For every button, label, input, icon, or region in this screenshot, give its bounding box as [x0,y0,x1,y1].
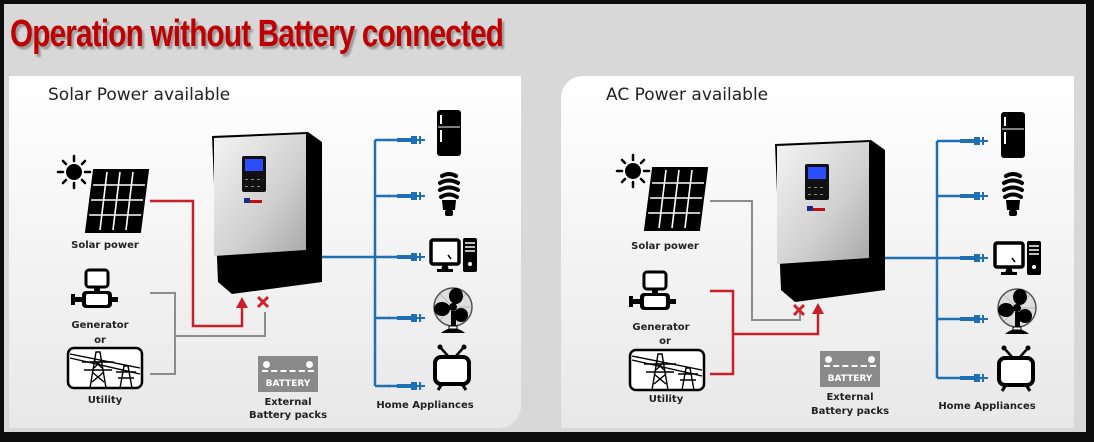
plug-icon [397,136,425,144]
inverter-icon [775,140,885,302]
active-line-ac-feed [733,312,820,336]
utility-label: Utility [648,394,684,405]
battery-text: BATTERY [265,379,311,389]
output-lines [322,138,390,388]
active-line-solar [150,199,244,328]
battery-icon: BATTERY [820,351,880,387]
light-bulb-icon [1002,172,1024,218]
solar-power-label: Solar power [71,240,139,251]
output-lines [885,139,960,380]
plug-icon [960,374,988,382]
plug-icon [397,253,425,261]
battery-label-line2: Battery packs [810,406,890,417]
panel-title-ac: AC Power available [606,85,769,105]
computer-icon [993,239,1043,277]
generator-icon [627,270,678,312]
tv-icon [997,343,1035,393]
or-label: or [94,335,106,346]
sun-icon [56,154,92,190]
refrigerator-icon [436,109,462,157]
plug-icon [397,382,425,390]
battery-label-line2: Battery packs [248,410,328,421]
utility-label: Utility [87,395,123,406]
plug-icon [960,254,988,262]
utility-tower-icon [66,346,144,390]
active-line-ac [710,289,735,376]
home-appliances-label: Home Appliances [376,400,474,411]
inactive-line-ac [150,292,176,375]
blocked-x-icon [792,303,806,317]
arrow-up-icon [236,297,248,308]
home-appliances-label: Home Appliances [938,401,1036,412]
page-title: Operation without Battery connected [10,13,504,55]
battery-label-line1: External [264,397,312,408]
battery-icon: BATTERY [258,356,318,392]
inactive-line-solar [710,200,801,321]
plug-icon [397,192,425,200]
solar-power-label: Solar power [631,241,699,252]
sun-icon [615,153,651,189]
plug-icon [397,314,425,322]
plug-icon [960,137,988,145]
panel-title-solar: Solar Power available [48,85,231,105]
blocked-x-icon [256,295,270,309]
generator-label: Generator [632,322,690,333]
arrow-up-icon [812,303,824,314]
light-bulb-icon [438,172,460,218]
or-label: or [659,336,671,347]
fan-icon [997,288,1037,335]
refrigerator-icon [1000,111,1026,159]
computer-icon [429,236,479,274]
solar-panel-icon [644,167,708,231]
utility-tower-icon [628,348,706,392]
inverter-icon [212,132,322,294]
plug-icon [960,192,988,200]
inactive-line-ac-feed [175,312,266,337]
battery-text: BATTERY [827,374,873,384]
fan-icon [433,287,473,334]
generator-icon [69,268,120,310]
tv-icon [433,342,471,392]
generator-label: Generator [71,320,129,331]
plug-icon [960,315,988,323]
battery-label-line1: External [826,392,874,403]
solar-panel-icon [85,169,149,233]
